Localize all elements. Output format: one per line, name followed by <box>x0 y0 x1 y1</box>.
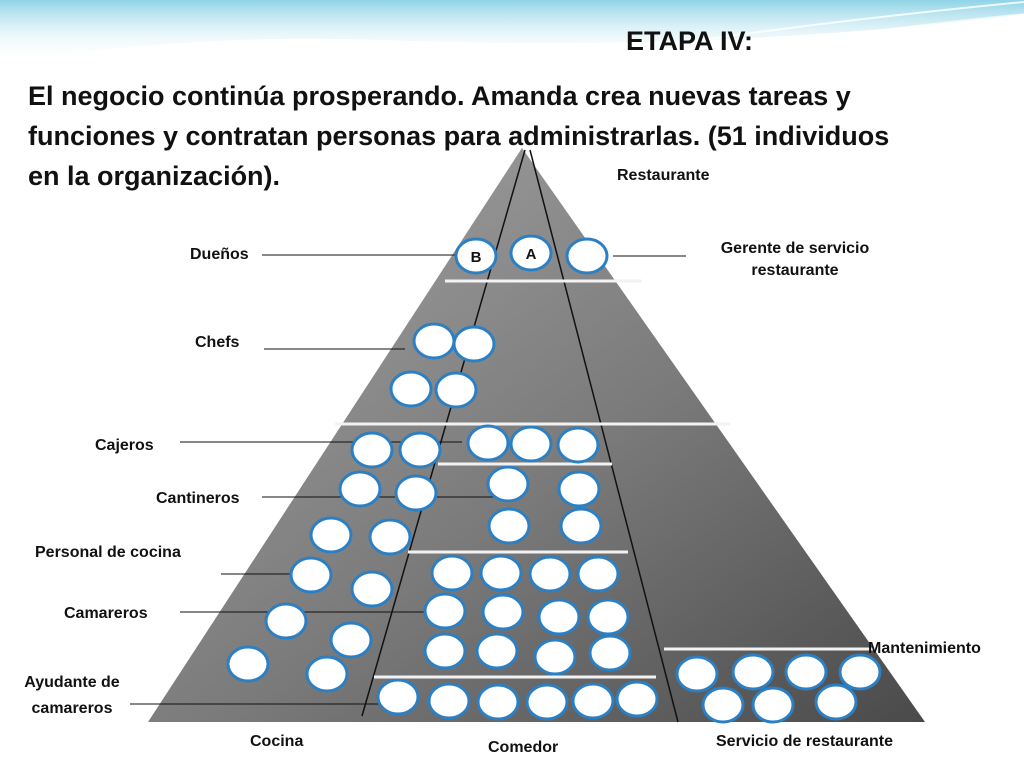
person-circle <box>412 322 456 360</box>
person-circle <box>452 325 496 363</box>
department-kitchen: Cocina <box>250 733 304 750</box>
person-circle <box>509 425 553 463</box>
label-service-manager-line: Gerente de servicio <box>720 240 870 257</box>
person-circle <box>423 592 467 630</box>
person-circle <box>350 570 394 608</box>
label-service-manager-line: restaurante <box>751 262 839 279</box>
person-circle <box>571 682 615 720</box>
person-circle <box>264 602 308 640</box>
person-circle <box>537 598 581 636</box>
person-circle <box>289 556 333 594</box>
label-waiters: Camareros <box>64 605 148 622</box>
label-cashiers: Cajeros <box>95 437 154 454</box>
person-circle <box>814 683 858 721</box>
person-circle <box>427 682 471 720</box>
person-circle <box>423 632 467 670</box>
person-circle <box>329 621 373 659</box>
person-circle <box>487 507 531 545</box>
person-circle <box>731 653 775 691</box>
person-circle <box>525 683 569 721</box>
person-circle <box>368 518 412 556</box>
person-circle <box>309 516 353 554</box>
person-circle <box>430 554 474 592</box>
intro-line: El negocio continúa prosperando. Amanda … <box>28 81 851 111</box>
apex-label: Restaurante <box>617 167 710 184</box>
person-circle <box>466 424 510 462</box>
person-circle <box>475 632 519 670</box>
person-circle <box>481 593 525 631</box>
label-busboys-line: Ayudante de <box>24 674 120 691</box>
person-circle <box>615 680 659 718</box>
person-circle <box>479 554 523 592</box>
person-circle <box>454 237 498 275</box>
person-circle <box>376 678 420 716</box>
person-circle <box>838 653 882 691</box>
intro-line: funciones y contratan personas para admi… <box>28 121 890 151</box>
person-circle <box>751 686 795 724</box>
label-bartenders: Cantineros <box>156 490 240 507</box>
person-circle <box>784 653 828 691</box>
person-circle <box>338 470 382 508</box>
intro-line: en la organización). <box>28 161 281 191</box>
label-busboys: Ayudante de camareros <box>4 674 140 718</box>
person-circle <box>559 507 603 545</box>
person-circle <box>588 634 632 672</box>
person-circle <box>533 638 577 676</box>
leader-lines <box>130 254 686 705</box>
header-swoosh <box>659 13 1024 61</box>
label-busboys-line: camareros <box>31 700 113 717</box>
person-circle <box>476 683 520 721</box>
label-chefs: Chefs <box>195 334 240 351</box>
person-circle <box>565 237 609 275</box>
label-kitchen-staff: Personal de cocina <box>35 544 181 561</box>
person-circle <box>394 474 438 512</box>
owner-initial: B <box>471 249 482 266</box>
person-circle <box>486 465 530 503</box>
intro-text: El negocio continúa prosperando. Amanda … <box>28 76 988 196</box>
department-dining: Comedor <box>488 739 559 756</box>
person-circle <box>586 598 630 636</box>
person-circle <box>576 555 620 593</box>
person-circle <box>701 686 745 724</box>
label-owners: Dueños <box>190 246 249 263</box>
person-circle <box>350 431 394 469</box>
stage-title: ETAPA IV: <box>626 26 754 56</box>
person-circle <box>528 555 572 593</box>
header-wave <box>0 0 1024 62</box>
person-circle <box>557 470 601 508</box>
department-divider <box>529 149 679 723</box>
label-maintenance: Mantenimiento <box>868 640 981 657</box>
owner-initial: A <box>526 246 537 263</box>
label-service-manager: Gerente de servicio restaurante <box>690 240 900 280</box>
person-circle <box>226 645 270 683</box>
person-circle <box>675 655 719 693</box>
person-circle <box>305 655 349 693</box>
person-circle <box>389 370 433 408</box>
department-service: Servicio de restaurante <box>716 733 893 750</box>
header-swoosh <box>619 1 1024 53</box>
person-circle <box>509 234 553 272</box>
department-divider <box>361 149 526 717</box>
person-circle <box>398 431 442 469</box>
person-circle <box>434 371 478 409</box>
person-circle <box>556 426 600 464</box>
